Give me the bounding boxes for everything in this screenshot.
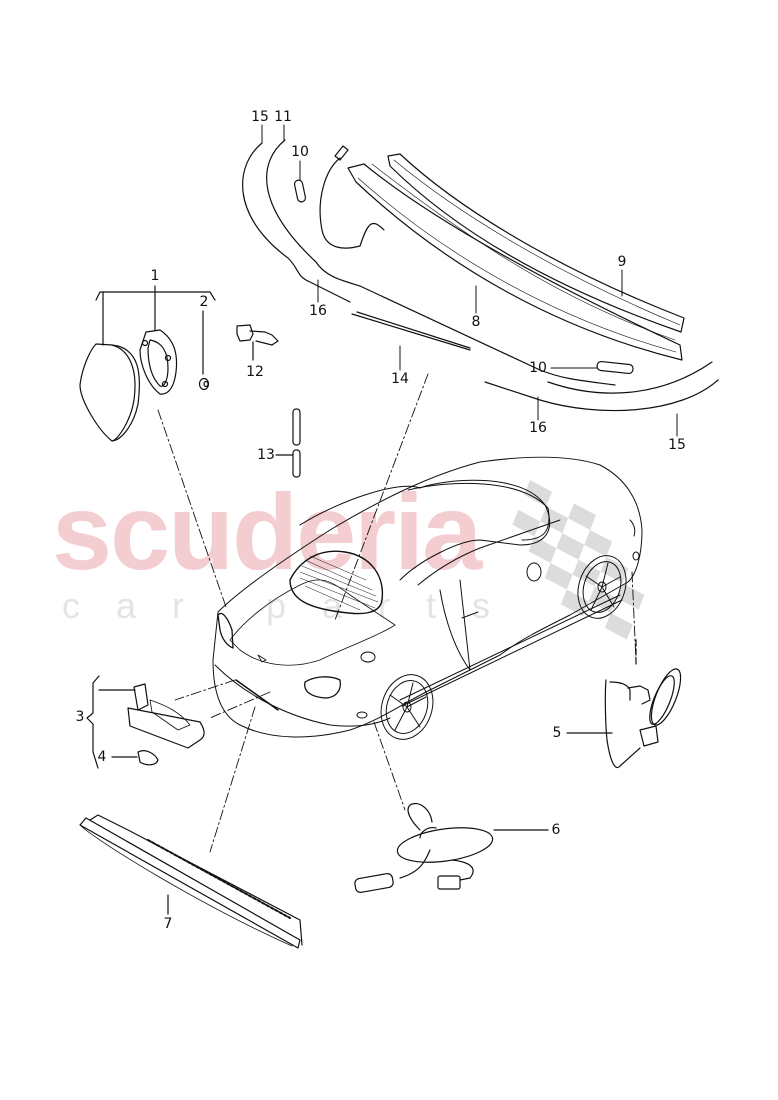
licence-plate-lamp [86, 675, 205, 769]
rear-wheel [380, 674, 434, 740]
watermark-brand: scuderia [52, 471, 482, 592]
side-marker-lamp [566, 639, 682, 769]
dash-dot-leaders [157, 373, 637, 853]
clip-part [236, 324, 279, 361]
callout-10-top[interactable]: 10 [291, 144, 309, 160]
callout-4[interactable]: 4 [97, 749, 107, 765]
callout-9[interactable]: 9 [617, 254, 627, 270]
seal-strip-9 [387, 153, 685, 333]
end-cap-part [596, 360, 634, 375]
callout-16-bottom[interactable]: 16 [529, 420, 547, 436]
brake-strip-wire [319, 145, 385, 249]
watermark-subtitle: car parts [62, 585, 527, 626]
callout-15-top[interactable]: 15 [251, 109, 269, 125]
callout-7[interactable]: 7 [163, 916, 173, 932]
side-repeater-lamp [354, 802, 549, 894]
callout-6[interactable]: 6 [551, 822, 561, 838]
callout-5[interactable]: 5 [552, 725, 562, 741]
callout-13[interactable]: 13 [257, 447, 275, 463]
rear-light-gasket [139, 329, 178, 395]
callout-14[interactable]: 14 [391, 371, 409, 387]
nut-hole [203, 380, 209, 388]
callout-3[interactable]: 3 [75, 709, 85, 725]
seal-15-11-14 [242, 139, 719, 412]
callout-15-bottom[interactable]: 15 [668, 437, 686, 453]
end-cap-part [293, 179, 307, 203]
callout-10-bottom[interactable]: 10 [529, 360, 547, 376]
pin-part [275, 408, 301, 478]
callout-1[interactable]: 1 [150, 268, 160, 284]
brake-light-strip [347, 163, 683, 361]
rear-window-grille [299, 555, 379, 611]
callout-12[interactable]: 12 [246, 364, 264, 380]
rear-light-lens [79, 343, 140, 442]
bracket-1 [95, 285, 216, 375]
leader-lines-top [261, 124, 678, 437]
third-brake-light [79, 814, 303, 949]
car-illustration [212, 456, 643, 740]
callout-2[interactable]: 2 [199, 294, 209, 310]
callout-16-top[interactable]: 16 [309, 303, 327, 319]
front-wheel [577, 555, 627, 619]
callout-8[interactable]: 8 [471, 314, 481, 330]
callout-11[interactable]: 11 [274, 109, 292, 125]
